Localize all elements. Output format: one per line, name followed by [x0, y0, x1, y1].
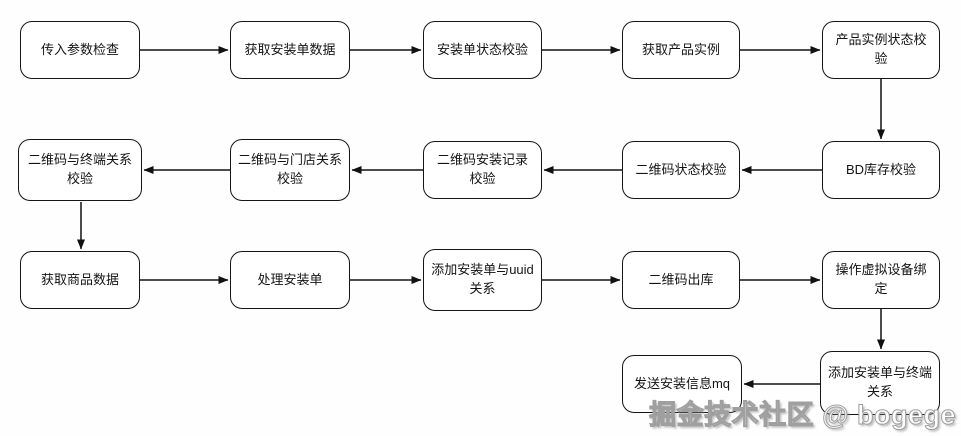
node-get-product-instance: 获取产品实例 — [622, 21, 740, 79]
node-qrcode-outbound: 二维码出库 — [622, 251, 740, 309]
node-virtual-device-binding: 操作虚拟设备绑定 — [822, 251, 940, 309]
node-get-install-order-data: 获取安装单数据 — [230, 21, 350, 79]
node-qrcode-install-record-check: 二维码安装记录校验 — [423, 141, 542, 199]
node-bd-inventory-check: BD库存校验 — [822, 141, 940, 199]
node-process-install-order: 处理安装单 — [230, 251, 350, 309]
node-add-install-order-terminal-relation: 添加安装单与终端关系 — [820, 351, 940, 415]
watermark: 掘金技术社区 @ bogege — [649, 400, 956, 431]
node-get-goods-data: 获取商品数据 — [20, 251, 140, 309]
node-qrcode-status-check: 二维码状态校验 — [622, 141, 740, 199]
node-product-instance-status-check: 产品实例状态校验 — [822, 21, 940, 79]
node-qrcode-store-relation-check: 二维码与门店关系校验 — [230, 139, 350, 201]
node-add-install-order-uuid-relation: 添加安装单与uuid关系 — [423, 249, 542, 311]
node-qrcode-terminal-relation-check: 二维码与终端关系校验 — [18, 139, 142, 201]
node-install-order-status-check: 安装单状态校验 — [423, 21, 542, 79]
node-param-check: 传入参数检查 — [20, 21, 140, 79]
node-send-install-message-mq: 发送安装信息mq — [622, 355, 742, 413]
